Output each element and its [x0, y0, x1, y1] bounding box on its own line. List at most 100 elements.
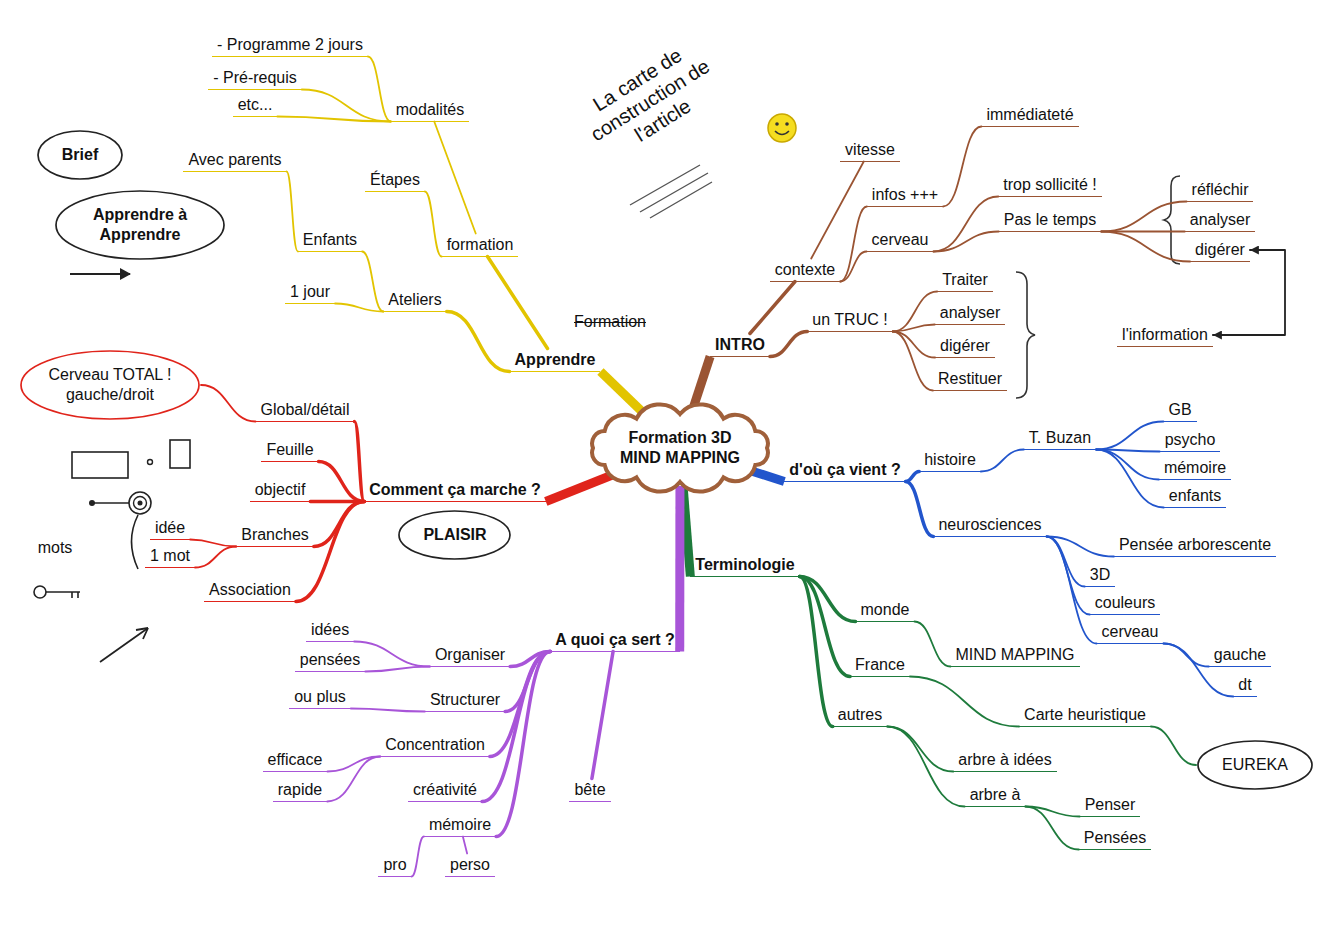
branch-word: 1 mot: [145, 545, 195, 568]
node-text: idée: [155, 518, 185, 538]
landscape-sheet-icon: [72, 452, 128, 478]
branch-word: créativité: [408, 779, 482, 802]
branch-word: neurosciences: [933, 514, 1046, 537]
branch-line: [692, 357, 710, 411]
node-text: infos +++: [872, 185, 938, 205]
branch-word: 1 jour: [285, 281, 335, 304]
node-text: Association: [209, 580, 291, 600]
hatching: [630, 165, 712, 218]
node-text: d'où ça vient ?: [789, 460, 900, 480]
node-text: trop sollicité !: [1003, 175, 1096, 195]
branch-line: [592, 652, 613, 779]
branch-line: [365, 667, 430, 672]
branch-line: [296, 502, 364, 602]
cloud-outline: [581, 402, 779, 494]
branch-line: [840, 207, 867, 282]
association-arrow: [136, 628, 148, 639]
branch-line: [335, 304, 383, 312]
branch-word: INTRO: [710, 334, 770, 357]
node-text: Ateliers: [388, 290, 441, 310]
node-text: monde: [861, 600, 910, 620]
branch-line: [750, 282, 795, 334]
node-text: psycho: [1165, 430, 1216, 450]
node-text: enfants: [1169, 486, 1221, 506]
node-text: couleurs: [1095, 593, 1155, 613]
oval-outline: [1198, 741, 1312, 789]
node-text: efficace: [268, 750, 323, 770]
branch-word: bête: [569, 779, 610, 802]
branch-line: [893, 332, 935, 358]
node-text: arbre à: [970, 785, 1021, 805]
branch-line: [362, 252, 383, 312]
branch-word: mémoire: [424, 814, 496, 837]
node-text: autres: [838, 705, 882, 725]
branch-word: ou plus: [289, 686, 351, 709]
node-text: digérer: [940, 336, 990, 356]
node-text: France: [855, 655, 905, 675]
branch-line: [351, 709, 425, 712]
node-text: Global/détail: [261, 400, 350, 420]
branch-word: Organiser: [430, 644, 510, 667]
circled-note: PLAISIR: [397, 509, 512, 561]
branch-word: contexte: [770, 259, 840, 282]
branch-line: [770, 332, 807, 357]
branch-line: [811, 162, 864, 259]
branch-word: pro: [378, 854, 411, 877]
central-topic: Formation 3D MIND MAPPING: [581, 402, 779, 494]
branch-line: [287, 172, 298, 252]
target-line: [92, 502, 129, 504]
branch-line: [675, 486, 684, 652]
double-arrow: [1213, 250, 1285, 335]
smiley: [785, 122, 789, 126]
branch-word: psycho: [1160, 429, 1221, 452]
node-text: rapide: [278, 780, 322, 800]
branch-word: Apprendre: [510, 349, 601, 372]
branch-word: Traiter: [937, 269, 993, 292]
circled-note: Brief: [36, 129, 124, 181]
branch-line: [368, 57, 391, 122]
node-text: Cerveau TOTAL ! gauche/droit: [45, 365, 175, 405]
title-note: La carte de construction de l'article: [546, 16, 754, 183]
node-text: mémoire: [429, 815, 491, 835]
branch-word: 3D: [1085, 564, 1115, 587]
branch-line: [752, 471, 784, 481]
node-text: pro: [383, 855, 406, 875]
branch-word: Restituer: [933, 368, 1007, 391]
branch-word: autres: [833, 704, 887, 727]
node-text: INTRO: [715, 335, 765, 355]
node-text: Comment ça marche ?: [369, 480, 541, 500]
branch-word: immédiateté: [981, 104, 1078, 127]
branch-line: [425, 192, 442, 257]
branch-word: digérer: [935, 335, 995, 358]
branch-line: [412, 837, 424, 877]
branch-word: monde: [856, 599, 915, 622]
node-text: Pas le temps: [1004, 210, 1096, 230]
branch-word: dt: [1233, 674, 1256, 697]
branch-line: [487, 257, 547, 349]
branch-word: vitesse: [840, 139, 900, 162]
node-text: digérer: [1195, 240, 1245, 260]
branch-word: arbre à: [965, 784, 1026, 807]
branch-word: analyser: [935, 302, 1005, 325]
branch-word: France: [850, 654, 910, 677]
node-text: - Pré-requis: [213, 68, 297, 88]
branch-line: [302, 90, 391, 122]
node-text: MIND MAPPING: [955, 645, 1074, 665]
node-text: Penser: [1085, 795, 1136, 815]
portrait-sheet-icon: [170, 440, 190, 468]
node-text: Structurer: [430, 690, 500, 710]
node-text: etc...: [238, 95, 273, 115]
branch-word: Concentration: [380, 734, 490, 757]
node-text: arbre à idées: [958, 750, 1051, 770]
node-text: Restituer: [938, 369, 1002, 389]
node-text: Feuille: [266, 440, 313, 460]
branch-word: perso: [445, 854, 495, 877]
node-text: Carte heuristique: [1024, 705, 1146, 725]
branch-line: [327, 757, 380, 802]
target-icon: [134, 497, 147, 510]
branch-word: formation: [442, 234, 519, 257]
branch-word: Structurer: [425, 689, 505, 712]
branch-line: [981, 450, 1024, 472]
branch-word: Pensée arborescente: [1114, 534, 1276, 557]
target-icon: [129, 492, 151, 514]
